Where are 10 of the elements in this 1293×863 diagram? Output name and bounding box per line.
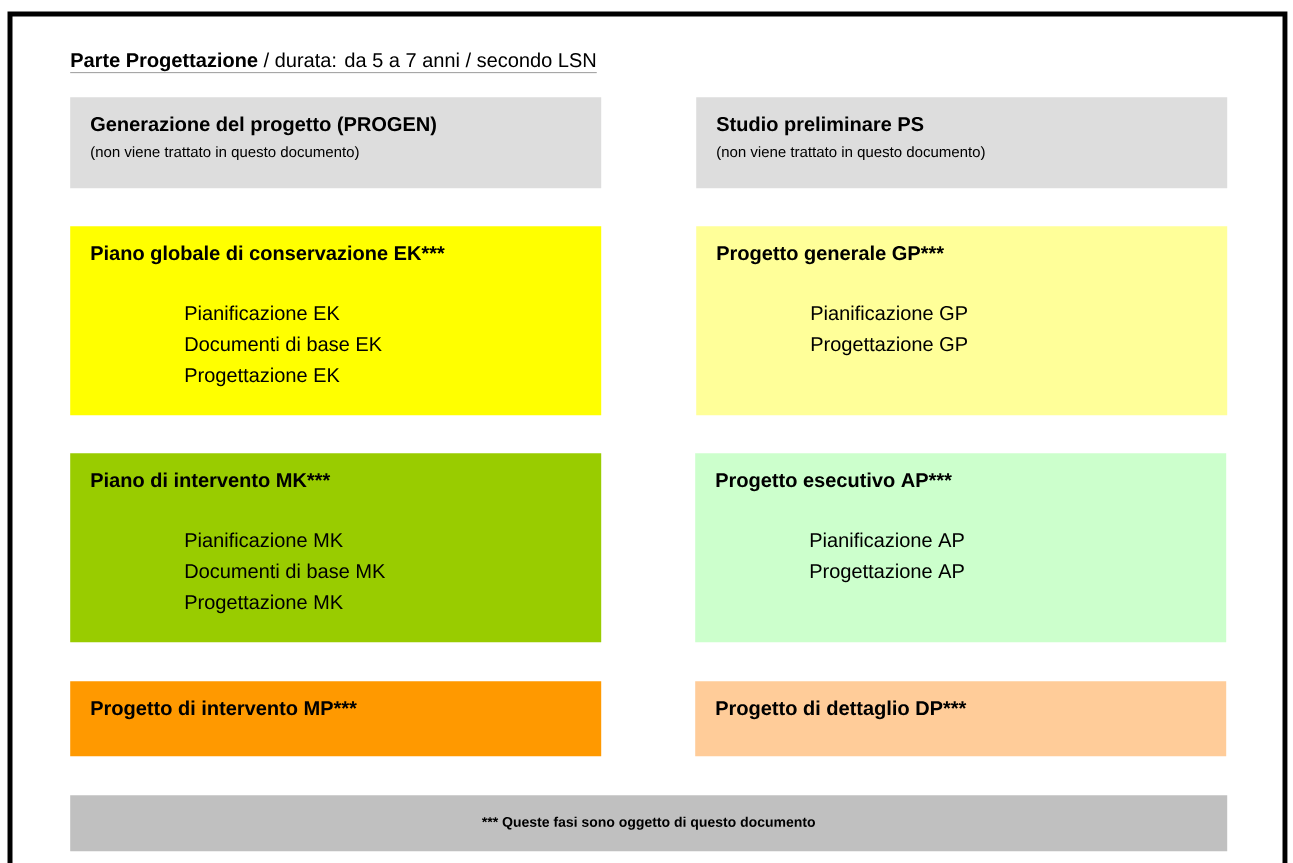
phase-box: Studio preliminare PS (non viene trattato in questo documento)	[696, 97, 1228, 189]
phase-box: Generazione del progetto (PROGEN) (non viene trattato in questo documento)	[70, 97, 602, 189]
phase-box: Piano di intervento MK*** Pianificazione MK Documenti di base MK Progettazione MK	[70, 453, 602, 643]
phase-box: Progetto esecutivo AP*** Pianificazione AP Progettazione AP	[695, 453, 1227, 643]
heading: Parte Progettazione / durata: da 5 a 7 anni / secondo LSN	[70, 52, 597, 73]
phase-box: Progetto di intervento MP***	[70, 681, 602, 757]
phase-box: Progetto generale GP*** Pianificazione GP Progettazione GP	[696, 226, 1228, 416]
phase-box: Progetto di dettaglio DP***	[695, 681, 1227, 757]
phase-box: Piano globale di conservazione EK*** Pianificazione EK Documenti di base EK Progettazione EK	[70, 226, 602, 416]
note-bar: *** Queste fasi sono oggetto di questo documento	[70, 795, 1228, 852]
